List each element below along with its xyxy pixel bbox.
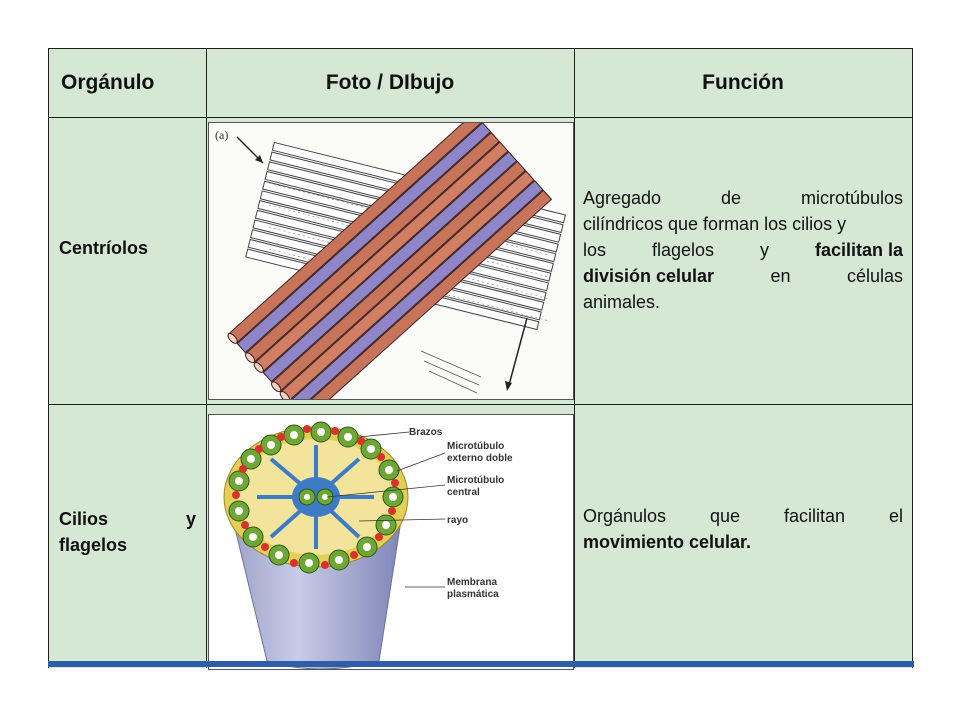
desc-line: movimiento celular. (583, 532, 752, 552)
label-central-microtubule-2: central (447, 487, 480, 498)
organelle-table: Orgánulo Foto / DIbujo Función Centríolo… (48, 48, 913, 670)
centriole-drawing: (a) (208, 122, 574, 400)
header-image: Foto / DIbujo (325, 71, 455, 94)
row-divider (48, 404, 913, 405)
organelle-name-centrioles: Centríolos (59, 238, 149, 258)
label-membrane-1: Membrana (447, 577, 497, 588)
label-outer-microtubule-1: Microtúbulo (447, 441, 504, 452)
cilia-flagella-diagram: Brazos Microtúbulo externo doble Microtú… (208, 414, 574, 670)
column-divider-2 (574, 48, 575, 668)
desc-line: animales. (583, 292, 661, 312)
table-border-right (912, 48, 913, 668)
label-central-microtubule-1: Microtúbulo (447, 475, 504, 486)
column-divider-1 (206, 48, 207, 668)
table-border-left (48, 48, 49, 668)
label-outer-microtubule-2: externo doble (447, 453, 513, 464)
desc-line: cilíndricos que forman los cilios y (583, 214, 847, 234)
header-divider (48, 117, 913, 118)
label-spoke: rayo (447, 515, 468, 526)
header-function: Función (702, 71, 784, 94)
label-membrane-2: plasmática (447, 589, 499, 600)
figure-marker: (a) (215, 128, 228, 142)
table-border-top (48, 48, 913, 49)
bottom-accent-strip (48, 661, 914, 667)
label-arms: Brazos (409, 427, 443, 438)
header-organelle: Orgánulo (61, 71, 155, 94)
